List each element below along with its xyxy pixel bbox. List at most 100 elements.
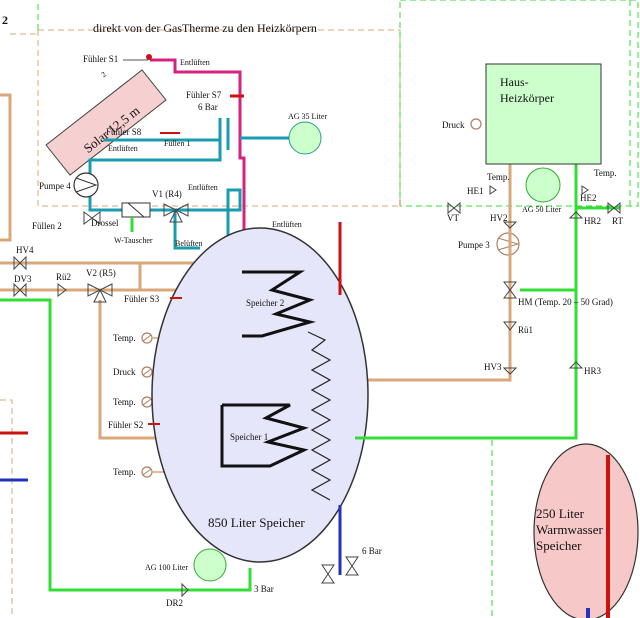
radiator-green-dashed-border [399, 0, 639, 207]
valve-rue1 [503, 321, 517, 331]
coil-speicher-2 [242, 270, 316, 338]
svg-text:Druck: Druck [113, 367, 136, 377]
solar-superscript: 2 [99, 70, 108, 80]
valve-dv3 [13, 282, 27, 298]
bar3-label: 3 Bar [254, 584, 274, 594]
valve-he2 [581, 185, 589, 195]
expansion-tank-50l [525, 167, 561, 203]
main-storage-tank [151, 227, 369, 563]
dr2-label: DR2 [166, 598, 183, 608]
sensor-s8: Fühler S8 [106, 127, 180, 137]
vt-label: VT [447, 213, 459, 223]
svg-text:Fühler S3: Fühler S3 [124, 294, 160, 304]
temp-gauge-3: Temp. [113, 466, 153, 478]
v2-down-to-s2-pipe [98, 300, 175, 440]
svg-text:Fühler S8: Fühler S8 [106, 127, 142, 137]
lower-left-dashed [0, 399, 13, 618]
cold-inlet-valves [321, 556, 359, 584]
valve-hv2 [502, 221, 518, 229]
dv3-label: DV3 [14, 274, 32, 284]
fuellen2-label: Füllen 2 [32, 221, 62, 231]
rue1-label: Rü1 [518, 325, 533, 335]
solar-return-teal-pipe [88, 118, 222, 212]
speicher2-label: Speicher 2 [246, 298, 284, 308]
v1-three-way-valve [163, 203, 189, 223]
radiators-label-line2: Heizkörper [500, 91, 554, 105]
fuellen1-label: Füllen 1 [164, 139, 190, 148]
ag100-green-link [240, 568, 252, 592]
valve-hv4 [13, 255, 27, 271]
hot-water-label-line3: Speicher [536, 538, 582, 553]
entlueften-label-top: Entlüften [180, 58, 210, 67]
sensor-s1: Fühler S1 [83, 54, 152, 64]
he1-label: HE1 [467, 186, 484, 196]
pump-4-icon [73, 172, 99, 198]
he2-label: HE2 [580, 193, 597, 203]
svg-text:Temp.: Temp. [113, 397, 136, 407]
coil-speicher-1 [220, 403, 309, 468]
house-radiators-box [485, 63, 602, 165]
temp-gauge-2: Temp. [113, 396, 153, 408]
pump-3-icon [496, 232, 520, 256]
left-green-return-pipe [0, 298, 240, 592]
tank-to-radiator-tan-pipe [355, 150, 512, 382]
pumpe3-label: Pumpe 3 [458, 240, 490, 250]
entlueften-label-2: Entlüften [108, 144, 138, 153]
valve-hr3 [568, 361, 584, 369]
svg-text:Fühler S1: Fühler S1 [83, 54, 118, 64]
hot-water-label-line2: Warmwasser [536, 522, 603, 537]
expansion-tank-100l [193, 548, 227, 582]
hv2-label: HV2 [490, 213, 508, 223]
entlueften-label-1: Entlüften [188, 183, 218, 192]
coil-hot-water-zigzag [307, 331, 332, 501]
page-number: 2 [2, 13, 8, 27]
left-tan-supply-pipe [0, 93, 12, 242]
bar6-label: 6 Bar [362, 546, 382, 556]
solar-feed-magenta-pipe [150, 58, 246, 405]
teal-branch-belueften [173, 210, 200, 250]
hr3-label: HR3 [584, 366, 602, 376]
svg-text:Fühler S2: Fühler S2 [108, 420, 143, 430]
valve-v2 [87, 283, 113, 303]
temp-label-radiator-left: Temp. [487, 172, 510, 182]
hr2-label: HR2 [584, 216, 601, 226]
hm-label: HM (Temp. 20 – 50 Grad) [518, 297, 613, 307]
ag35-label: AG 35 Liter [288, 112, 327, 121]
hot-water-tank [533, 443, 639, 618]
svg-text:6 Bar: 6 Bar [198, 102, 218, 112]
drossel-valve-icon [83, 211, 101, 225]
radiator-pressure-gauge [470, 118, 482, 130]
valve-hv3 [502, 367, 518, 375]
svg-text:Temp.: Temp. [113, 333, 136, 343]
valve-vt [447, 201, 461, 215]
tank-to-radiator-green-return [355, 150, 578, 440]
v2-label: V2 (R5) [86, 268, 116, 278]
temp-label-radiator-right: Temp. [594, 168, 617, 178]
expansion-tank-35l [288, 121, 322, 155]
rue2-label: Rü2 [56, 272, 71, 282]
valve-dr2 [181, 582, 189, 598]
drossel-label: Drossel [91, 218, 119, 228]
valve-rue2 [57, 283, 67, 297]
top-route-label: direkt von der GasTherme zu den Heizkörp… [93, 21, 317, 35]
main-tank-label: 850 Liter Speicher [208, 515, 305, 530]
w-tauscher-label: W-Tauscher [114, 236, 153, 245]
radiators-label-line1: Haus- [500, 75, 529, 89]
valve-rt [607, 201, 621, 215]
sensor-s3: Fühler S3 [124, 294, 182, 304]
valve-hr2 [568, 211, 584, 219]
ag50-label: AG 50 Liter [522, 205, 561, 214]
belueften-label: Belüften [175, 239, 203, 248]
sensor-s2: Fühler S2 [108, 420, 160, 430]
hv3-label: HV3 [484, 362, 502, 372]
pumpe4-label: Pumpe 4 [39, 181, 71, 191]
hot-water-label-line1: 250 Liter [536, 506, 585, 521]
entlueften-label-tank: Entlüften [272, 220, 302, 229]
svg-text:Fühler S7: Fühler S7 [186, 90, 222, 100]
ag100-label: AG 100 Liter [145, 563, 188, 572]
valve-hm [503, 281, 517, 299]
valve-he1 [489, 185, 497, 195]
v1-label: V1 (R4) [152, 189, 182, 199]
svg-text:Temp.: Temp. [113, 467, 136, 477]
pressure-gauge: Druck [113, 366, 153, 378]
